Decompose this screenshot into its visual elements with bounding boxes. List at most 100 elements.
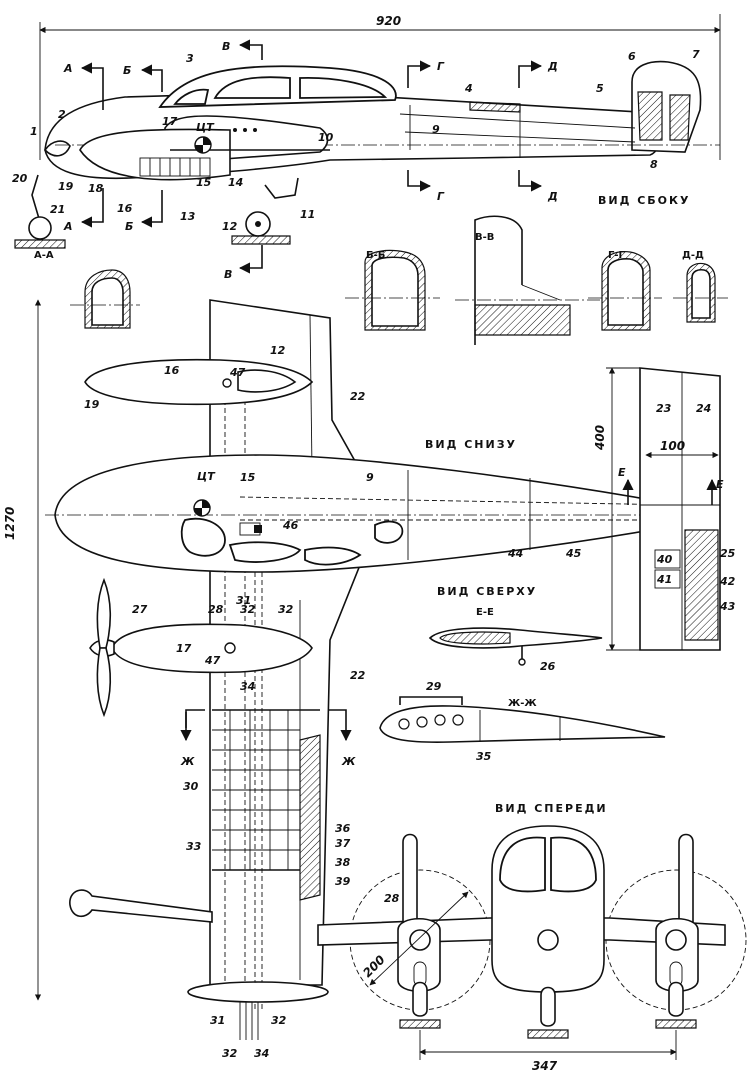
callout-37: 37 bbox=[335, 837, 351, 850]
cut-zh-left: Ж bbox=[180, 755, 195, 768]
callout-46: 46 bbox=[282, 519, 299, 532]
span-value: 1270 bbox=[3, 507, 17, 540]
callout-2: 2 bbox=[58, 108, 66, 121]
callout-29: 29 bbox=[426, 680, 442, 693]
callout-22b: 22 bbox=[350, 669, 366, 682]
callout-35: 35 bbox=[476, 750, 492, 763]
callout-31a: 31 bbox=[236, 594, 251, 607]
cut-a-bottom: А bbox=[63, 220, 73, 233]
callout-19: 19 bbox=[58, 180, 74, 193]
callout-6: 6 bbox=[628, 50, 636, 63]
callout-15b: 15 bbox=[240, 471, 256, 484]
callout-5: 5 bbox=[596, 82, 604, 95]
side-radiator bbox=[139, 157, 211, 177]
tail-chord-value: 100 bbox=[660, 439, 685, 453]
bottom-cg-symbol: ЦТ bbox=[193, 470, 216, 517]
bottom-callouts: 12 16 47 19 22 15 9 46 44 45 27 28 31 32… bbox=[84, 344, 582, 1060]
tail-planform: 400 100 Е Е 23 24 25 42 43 40 41 bbox=[593, 367, 736, 651]
callout-19b: 19 bbox=[84, 398, 100, 411]
callout-17: 17 bbox=[162, 115, 178, 128]
callout-27: 27 bbox=[132, 603, 148, 616]
callout-15: 15 bbox=[196, 176, 212, 189]
callout-28b: 28 bbox=[384, 892, 400, 905]
side-main-gear bbox=[231, 177, 299, 245]
callout-32c: 32 bbox=[271, 1014, 287, 1027]
cut-d-top: Д bbox=[547, 60, 558, 73]
callout-14: 14 bbox=[228, 176, 243, 189]
callout-9b: 9 bbox=[366, 471, 374, 484]
callout-39: 39 bbox=[335, 875, 351, 888]
cut-b-bottom: Б bbox=[125, 220, 133, 233]
side-callouts: 1 2 3 4 5 6 7 8 9 10 11 12 13 14 15 16 1… bbox=[12, 48, 700, 233]
callout-20: 20 bbox=[12, 172, 28, 185]
callout-12b: 12 bbox=[270, 344, 286, 357]
callout-13: 13 bbox=[180, 210, 196, 223]
callout-38: 38 bbox=[335, 856, 351, 869]
front-view: ВИД СПЕРЕДИ 200 347 28 bbox=[317, 802, 747, 1073]
callout-7: 7 bbox=[692, 48, 700, 61]
bottom-view-title: ВИД СНИЗУ bbox=[425, 438, 517, 451]
cut-a-top: А bbox=[63, 62, 73, 75]
top-nacelle-lower bbox=[111, 623, 313, 674]
section-ee-title: Е-Е bbox=[476, 607, 494, 618]
callout-18: 18 bbox=[88, 182, 104, 195]
side-view-title: ВИД СБОКУ bbox=[598, 194, 691, 207]
cut-zh-right: Ж bbox=[341, 755, 356, 768]
cut-e-right: Е bbox=[716, 478, 724, 491]
callout-33: 33 bbox=[186, 840, 202, 853]
section-vv-title: В-В bbox=[475, 232, 494, 243]
cut-d-bottom: Д bbox=[547, 190, 558, 203]
callout-12: 12 bbox=[222, 220, 238, 233]
side-cg-label: ЦТ bbox=[196, 121, 215, 134]
callout-11: 11 bbox=[300, 208, 315, 221]
length-value: 920 bbox=[376, 14, 401, 28]
callout-9: 9 bbox=[432, 123, 440, 136]
callout-8: 8 bbox=[650, 158, 658, 171]
callout-21: 21 bbox=[50, 203, 65, 216]
side-nose-gear bbox=[14, 174, 66, 249]
callout-31b: 31 bbox=[210, 1014, 225, 1027]
tail-span-value: 400 bbox=[593, 425, 607, 451]
callout-3: 3 bbox=[186, 52, 194, 65]
callout-34b: 34 bbox=[254, 1047, 269, 1060]
cut-g-top: Г bbox=[437, 60, 445, 73]
section-zhzh-title: Ж-Ж bbox=[508, 698, 537, 709]
section-aa-title: А-А bbox=[34, 250, 54, 261]
prop-diameter-value: 200 bbox=[360, 952, 388, 980]
side-cg-symbol: ЦТ bbox=[194, 121, 215, 154]
cut-g-bottom: Г bbox=[437, 190, 445, 203]
callout-25: 25 bbox=[720, 547, 736, 560]
side-cut-marks: А Б В Г Д А Б В Г Д bbox=[63, 39, 558, 281]
callout-36: 36 bbox=[335, 822, 351, 835]
callout-1: 1 bbox=[30, 125, 38, 138]
sections-row: А-А Б-Б В-В Г-Г Д-Д bbox=[34, 215, 728, 345]
callout-40: 40 bbox=[656, 553, 673, 566]
propeller-top-view bbox=[96, 577, 112, 718]
callout-32d: 32 bbox=[222, 1047, 238, 1060]
callout-26: 26 bbox=[540, 660, 556, 673]
wing-rib-grid bbox=[212, 709, 321, 901]
front-view-title: ВИД СПЕРЕДИ bbox=[495, 802, 608, 815]
bottom-view: 1270 bbox=[3, 299, 720, 1060]
cut-b-top: Б bbox=[123, 64, 131, 77]
callout-41: 41 bbox=[656, 573, 672, 586]
bottom-nacelle-upper bbox=[84, 358, 314, 406]
callout-30: 30 bbox=[183, 780, 199, 793]
callout-47a: 47 bbox=[229, 366, 246, 379]
length-dimension: 920 bbox=[39, 14, 721, 160]
callout-4: 4 bbox=[464, 82, 473, 95]
callout-32a: 32 bbox=[240, 603, 256, 616]
cut-v-top: В bbox=[222, 40, 230, 53]
callout-32b: 32 bbox=[278, 603, 294, 616]
callout-47b: 47 bbox=[204, 654, 221, 667]
callout-23: 23 bbox=[656, 402, 672, 415]
bottom-cg-label: ЦТ bbox=[197, 470, 216, 483]
callout-10: 10 bbox=[318, 131, 334, 144]
track-value: 347 bbox=[532, 1059, 558, 1073]
callout-43: 43 bbox=[719, 600, 736, 613]
cut-e-left: Е bbox=[618, 466, 626, 479]
profile-sections: Е-Е 26 Ж-Ж 29 35 bbox=[379, 607, 666, 763]
cut-v-bottom: В bbox=[224, 268, 232, 281]
section-dd-title: Д-Д bbox=[682, 250, 704, 261]
side-view: ЦТ А Б В Г Д А bbox=[12, 39, 720, 281]
